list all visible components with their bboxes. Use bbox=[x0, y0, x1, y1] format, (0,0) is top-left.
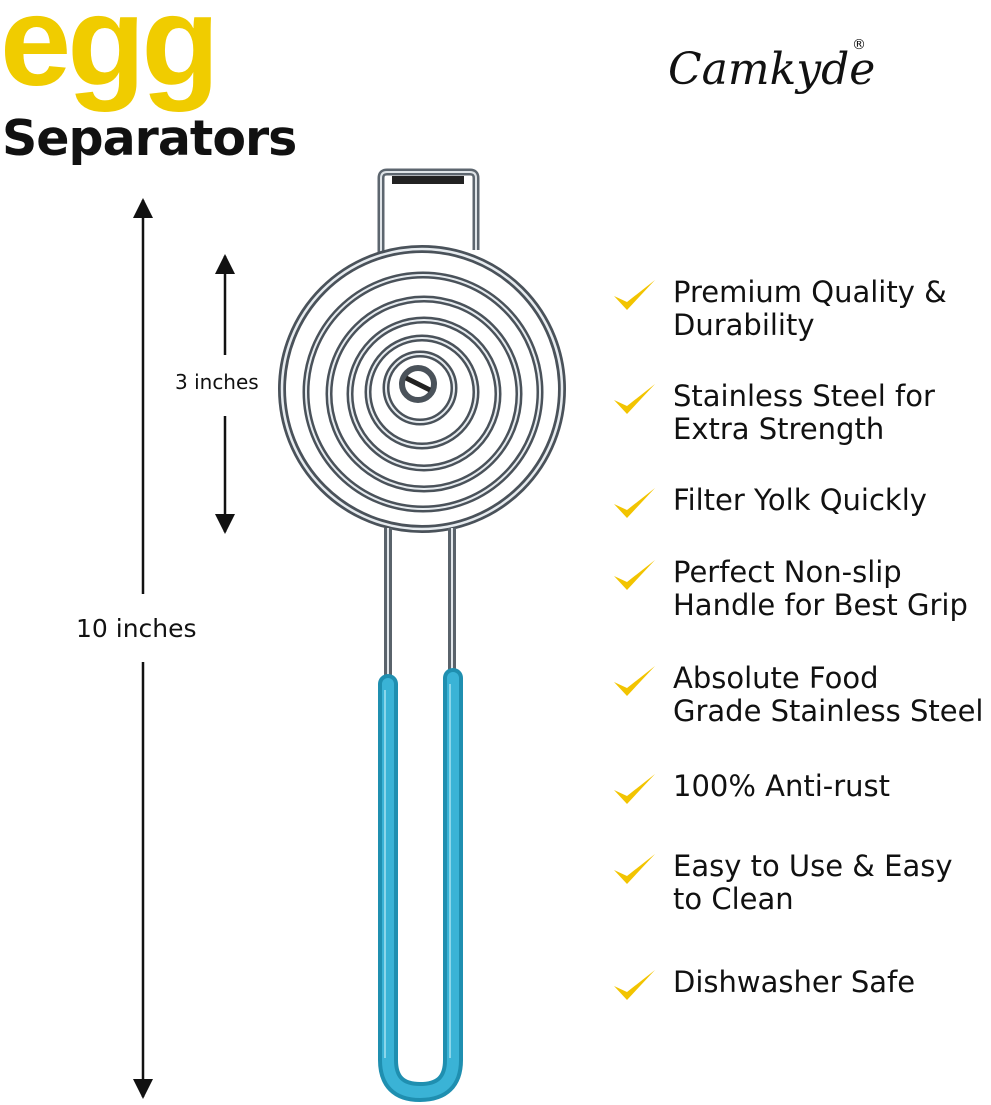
dimension-label-head: 3 inches bbox=[175, 370, 259, 394]
brand-logo: Camkyde bbox=[668, 44, 876, 95]
dimension-label-total: 10 inches bbox=[76, 614, 197, 643]
title-egg: egg bbox=[0, 0, 220, 113]
title-separators: Separators bbox=[2, 110, 297, 167]
blue-handle bbox=[378, 668, 463, 1103]
handle-wires bbox=[384, 528, 456, 686]
registered-mark: ® bbox=[852, 37, 866, 53]
hanging-loop bbox=[377, 168, 480, 257]
spiral-head bbox=[278, 245, 566, 533]
